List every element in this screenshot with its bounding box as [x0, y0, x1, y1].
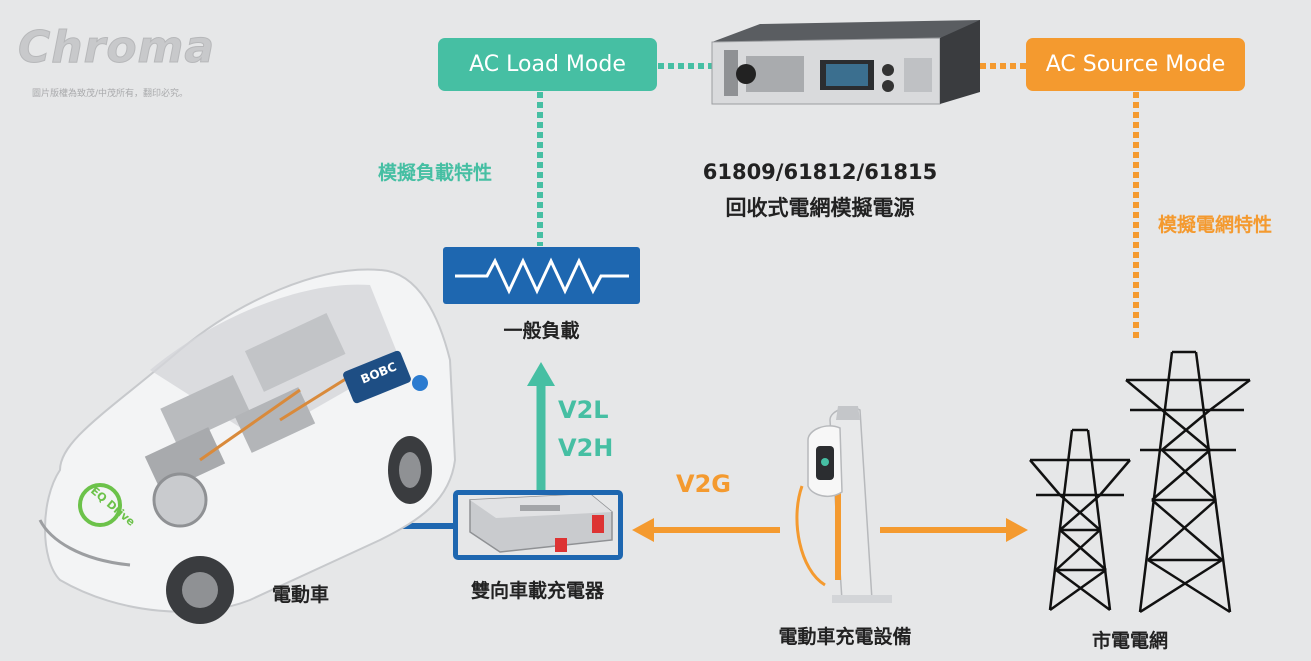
load-characteristics-label: 模擬負載特性 — [378, 162, 493, 184]
grid-label: 市電電網 — [1091, 630, 1168, 652]
general-load-label: 一般負載 — [503, 320, 580, 342]
grid-characteristics-label: 模擬電網特性 — [1158, 214, 1273, 236]
chroma-logo: Chroma — [17, 22, 216, 74]
electric-vehicle-image — [38, 268, 457, 624]
bobc-label: 雙向車載充電器 — [470, 580, 604, 602]
ac-load-mode-pill: AC Load Mode — [438, 38, 657, 91]
general-load-box — [443, 247, 640, 304]
ev-label: 電動車 — [272, 584, 330, 606]
v2h-label: V2H — [558, 434, 614, 462]
copyright-notice: 圖片版權為致茂/中茂所有，翻印必究。 — [32, 89, 189, 99]
ac-source-mode-pill: AC Source Mode — [1026, 38, 1245, 91]
charging-equipment-label: 電動車充電設備 — [778, 626, 912, 648]
transmission-towers-image — [1029, 350, 1251, 614]
v2l-v2h-arrow-head — [527, 362, 555, 386]
device-name: 回收式電網模擬電源 — [725, 196, 915, 220]
v2g-arrow-head — [632, 518, 654, 542]
v2g-label: V2G — [676, 470, 731, 498]
ev-charger-image — [795, 406, 892, 603]
bobc-box — [453, 490, 623, 560]
resistor-icon — [455, 257, 629, 295]
bobc-device-image — [469, 493, 613, 553]
device-models: 61809/61812/61815 — [702, 160, 938, 184]
grid-arrow-head — [1006, 518, 1028, 542]
v2l-label: V2L — [558, 396, 609, 424]
grid-simulator-device-image — [711, 20, 980, 105]
